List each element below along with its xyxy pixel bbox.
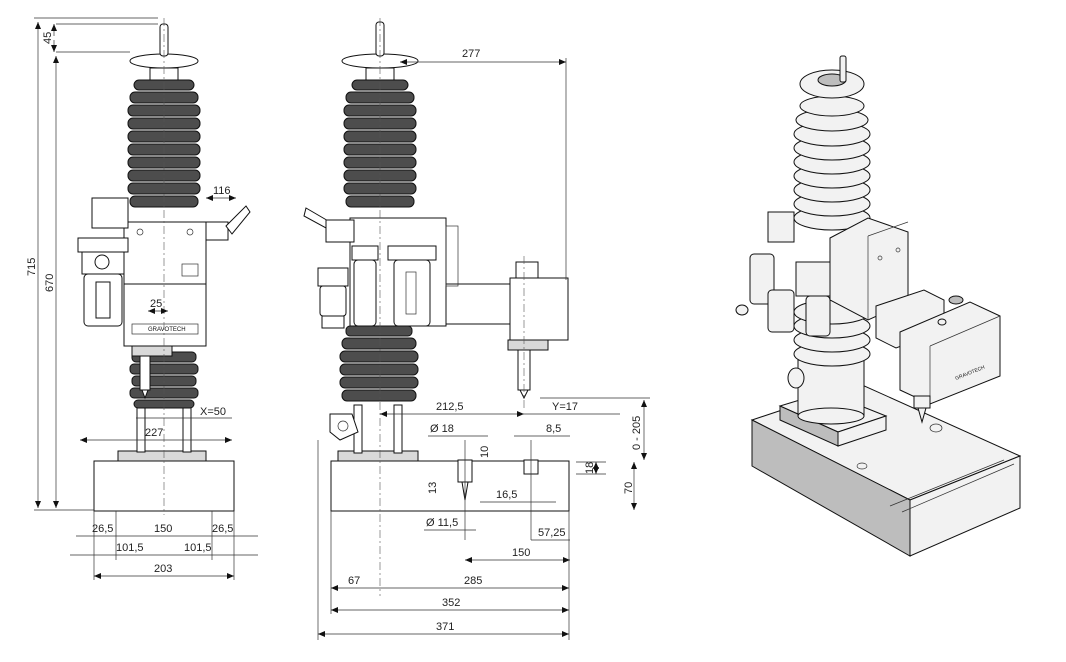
dim-150-front: 150 (154, 523, 172, 535)
dim-101-5-right: 101,5 (184, 542, 212, 554)
front-filter-unit (77, 237, 129, 327)
tool-insert-detail (457, 440, 539, 540)
side-marking-head (509, 277, 569, 341)
dim-16-5: 16,5 (496, 489, 517, 501)
dim-203: 203 (154, 563, 172, 575)
dim-371: 371 (436, 621, 454, 633)
dim-70: 70 (623, 482, 635, 494)
dim-10: 10 (479, 446, 491, 458)
dim-18: 18 (584, 462, 596, 474)
dim-277: 277 (462, 48, 480, 60)
dim-25: 25 (150, 298, 162, 310)
front-logo: GRAVOTECH (148, 327, 186, 333)
iso-filter-unit (735, 211, 831, 389)
dim-116: 116 (213, 185, 231, 197)
dim-352: 352 (442, 597, 460, 609)
dim-dia-18: Ø 18 (430, 423, 454, 435)
dim-dia-11-5: Ø 11,5 (426, 517, 458, 529)
dim-26-5-right: 26,5 (212, 523, 233, 535)
dim-67: 67 (348, 575, 360, 587)
dim-0-205: 0 - 205 (631, 416, 643, 450)
dim-x50: X=50 (200, 406, 226, 418)
side-view: 277 212,5 Y=17 0 - 205 Ø 18 8,5 10 18 13… (303, 18, 650, 640)
dim-227: 227 (145, 427, 163, 439)
side-lower-bellows (339, 325, 419, 402)
front-marking-unit (123, 283, 207, 347)
front-head (123, 221, 207, 285)
side-filter-unit (317, 245, 437, 329)
side-arm (445, 283, 511, 325)
dim-101-5-left: 101,5 (116, 542, 144, 554)
dim-45: 45 (42, 32, 54, 44)
dim-y17: Y=17 (552, 401, 578, 413)
dim-150-side: 150 (512, 547, 530, 559)
dim-715: 715 (26, 258, 38, 276)
dim-13: 13 (427, 482, 439, 494)
front-upper-bellows (127, 79, 201, 208)
iso-marking-head (899, 301, 1001, 405)
front-view: GRAVOTECH 45 715 670 116 25 X=50 227 26,… (26, 17, 258, 580)
dim-285: 285 (464, 575, 482, 587)
dim-57-25: 57,25 (538, 527, 566, 539)
dim-8-5: 8,5 (546, 423, 561, 435)
dim-670: 670 (44, 274, 56, 292)
dim-212-5: 212,5 (436, 401, 464, 413)
isometric-view: GRAVOTECH (735, 55, 1022, 557)
dim-26-5-left: 26,5 (92, 523, 113, 535)
